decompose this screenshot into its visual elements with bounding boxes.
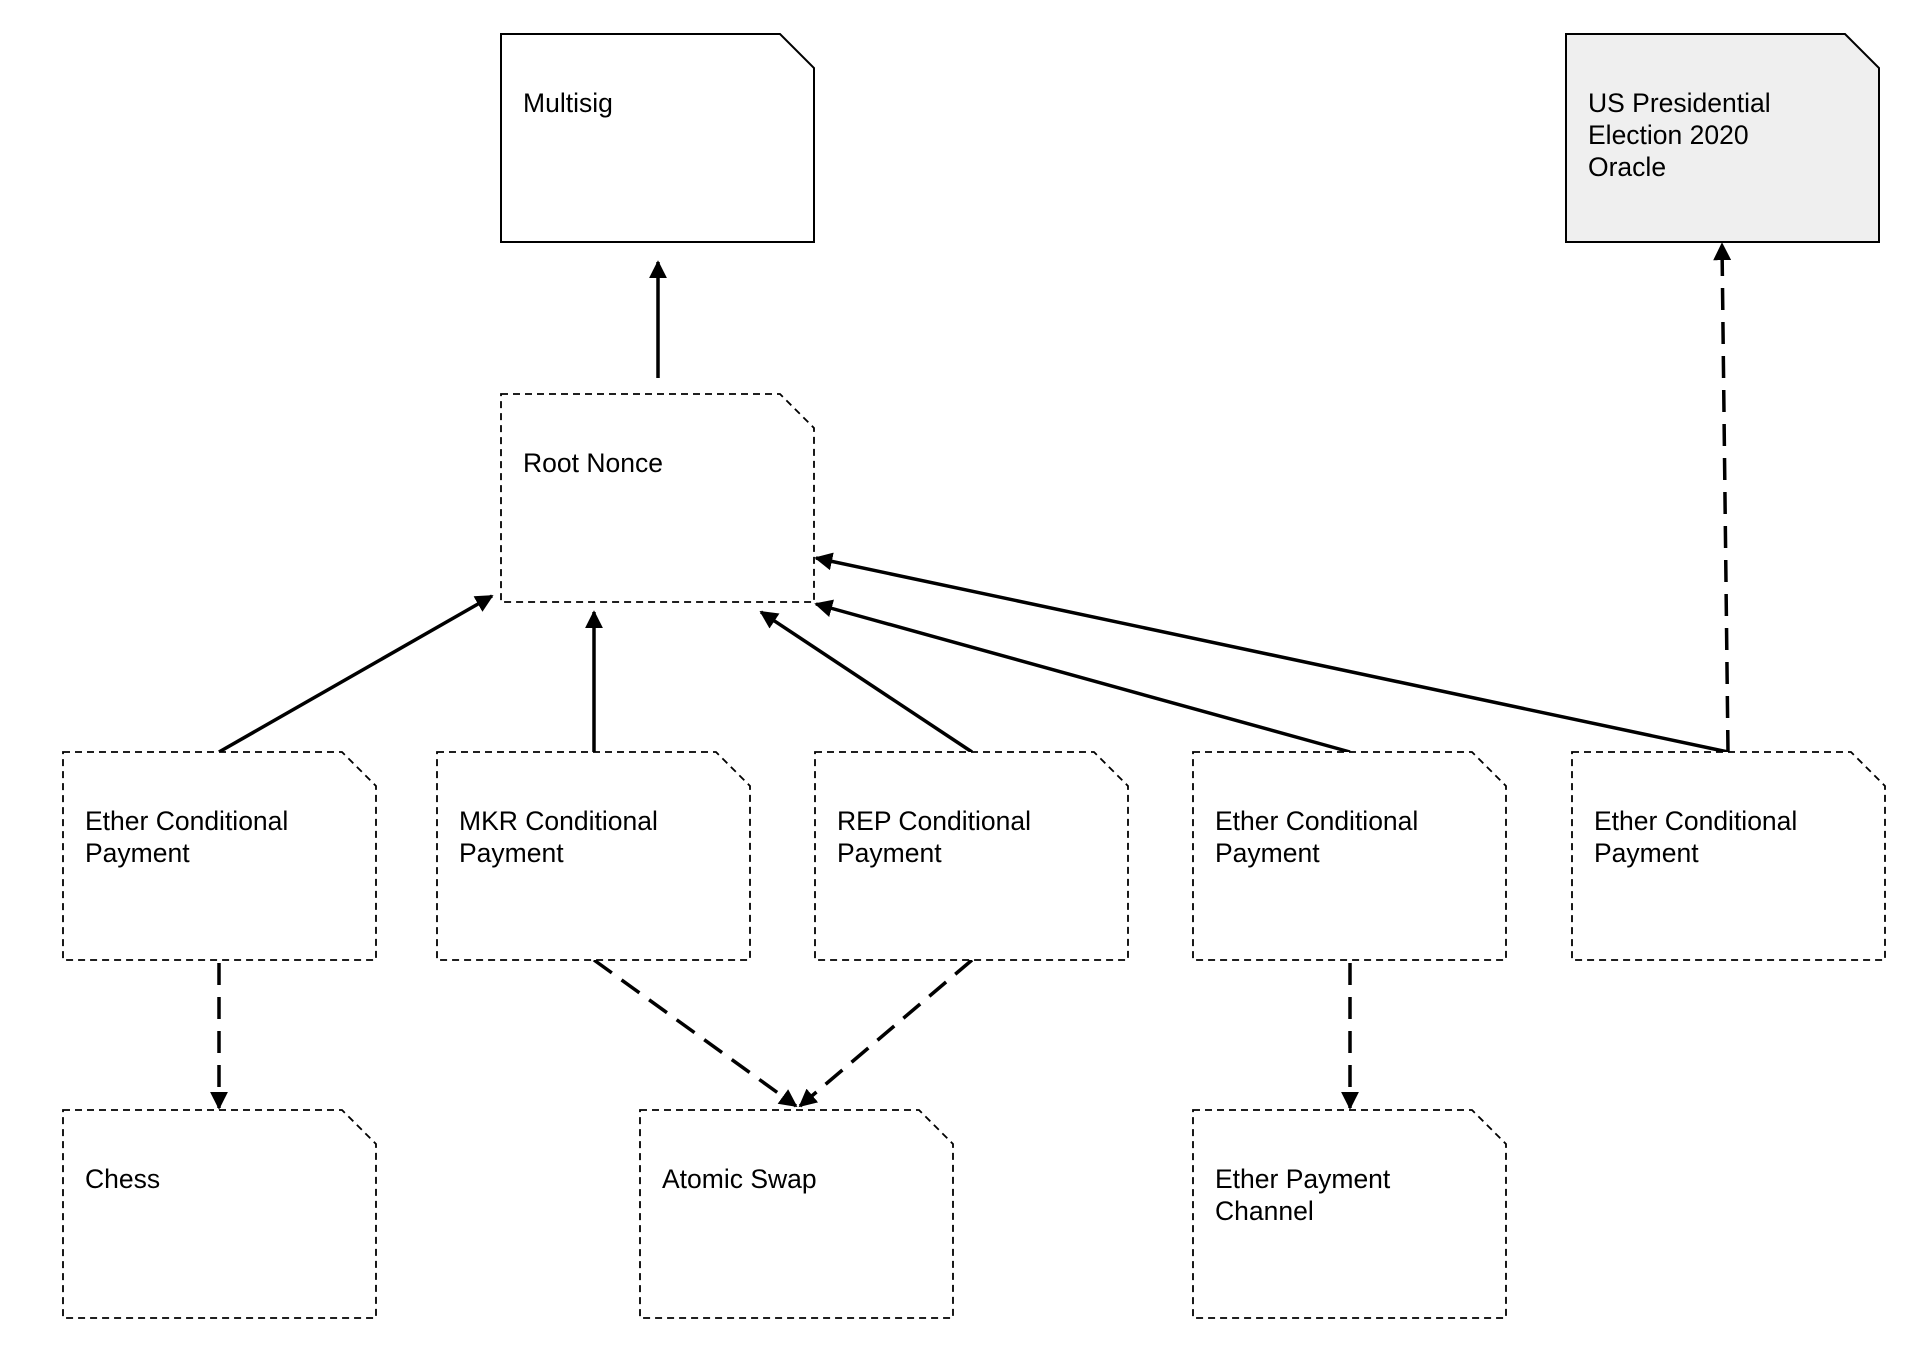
node-shape bbox=[814, 751, 1129, 961]
edge-ether-cond-3-to-root-nonce bbox=[814, 552, 1729, 754]
node-chess: Chess bbox=[62, 1109, 377, 1319]
node-shape bbox=[62, 751, 377, 961]
node-label-line: REP Conditional bbox=[837, 806, 1031, 836]
node-shape bbox=[500, 33, 815, 243]
node-label-line: Multisig bbox=[523, 88, 613, 118]
node-label-line: Payment bbox=[1215, 838, 1320, 868]
node-label-line: Election 2020 bbox=[1588, 120, 1749, 150]
node-label-line: Ether Conditional bbox=[85, 806, 288, 836]
node-label: Multisig bbox=[523, 88, 613, 118]
edge-ether-cond-3-to-oracle bbox=[1713, 242, 1732, 753]
node-shape bbox=[500, 393, 815, 603]
node-label-line: Ether Payment bbox=[1215, 1164, 1391, 1194]
node-label: Chess bbox=[85, 1164, 160, 1194]
node-shape bbox=[436, 751, 751, 961]
node-label-line: Channel bbox=[1215, 1196, 1314, 1226]
edges-layer bbox=[210, 242, 1732, 1110]
edge-mkr-cond-to-atomic-swap bbox=[592, 958, 798, 1108]
edge-rep-cond-to-atomic-swap bbox=[798, 958, 974, 1108]
node-shape bbox=[1565, 33, 1880, 243]
edge-rep-cond-to-root-nonce bbox=[759, 610, 973, 754]
node-label-line: Chess bbox=[85, 1164, 160, 1194]
node-shape bbox=[1571, 751, 1886, 961]
node-shape bbox=[1192, 751, 1507, 961]
node-atomic-swap: Atomic Swap bbox=[639, 1109, 954, 1319]
node-shape bbox=[62, 1109, 377, 1319]
node-label: Root Nonce bbox=[523, 448, 663, 478]
node-label-line: Ether Conditional bbox=[1594, 806, 1797, 836]
node-label-line: Payment bbox=[837, 838, 942, 868]
node-label-line: Oracle bbox=[1588, 152, 1666, 182]
edge-ether-cond-2-to-root-nonce bbox=[814, 599, 1351, 754]
node-label-line: Payment bbox=[1594, 838, 1699, 868]
node-multisig: Multisig bbox=[500, 33, 815, 243]
node-label-line: Ether Conditional bbox=[1215, 806, 1418, 836]
node-shape bbox=[1192, 1109, 1507, 1319]
node-shape bbox=[639, 1109, 954, 1319]
node-label-line: US Presidential bbox=[1588, 88, 1771, 118]
edge-ether-cond-1-to-root-nonce bbox=[218, 594, 494, 754]
node-label-line: Root Nonce bbox=[523, 448, 663, 478]
node-label-line: MKR Conditional bbox=[459, 806, 658, 836]
node-label-line: Atomic Swap bbox=[662, 1164, 817, 1194]
node-label-line: Payment bbox=[85, 838, 190, 868]
node-root-nonce: Root Nonce bbox=[500, 393, 815, 603]
node-label: Atomic Swap bbox=[662, 1164, 817, 1194]
node-label-line: Payment bbox=[459, 838, 564, 868]
